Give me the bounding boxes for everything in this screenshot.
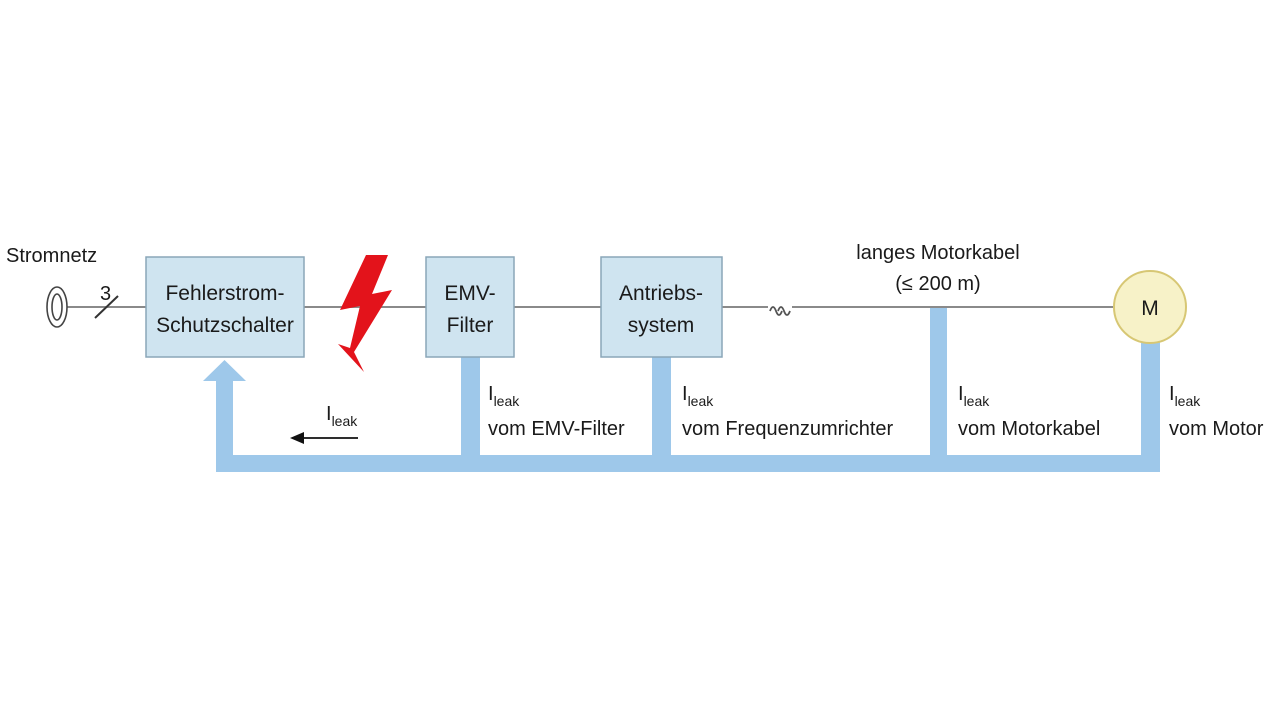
emv-filter-block: EMV- Filter — [425, 256, 515, 358]
leak-current-main: Ileak — [290, 403, 358, 444]
cable-break-icon — [769, 306, 791, 316]
leak-label-cable: Ileak vom Motorkabel — [958, 383, 1100, 440]
leak-return-path — [203, 307, 1160, 472]
svg-text:Ileak: Ileak — [488, 383, 520, 409]
leak-riser-motor — [1141, 340, 1160, 472]
leak-label-motor: Ileak vom Motor — [1169, 383, 1264, 440]
phase-marker — [94, 295, 119, 319]
leak-text-cable: vom Motorkabel — [958, 418, 1100, 440]
leak-riser-cable — [930, 307, 947, 472]
leak-riser-emv — [461, 357, 480, 472]
leak-riser-rcd — [216, 378, 233, 472]
rcd-label-line2: Schutzschalter — [156, 314, 294, 337]
drive-system-block: Antriebs- system — [600, 256, 723, 358]
motor-label: M — [1141, 297, 1159, 320]
drive-label-line2: system — [628, 314, 695, 337]
arrow-left-icon — [290, 432, 304, 444]
lightning-bolt-icon — [338, 255, 392, 372]
svg-text:Ileak: Ileak — [958, 383, 990, 409]
cable-label-line1: langes Motorkabel — [856, 242, 1019, 264]
svg-text:Ileak: Ileak — [682, 383, 714, 409]
svg-text:Ileak: Ileak — [1169, 383, 1201, 409]
drive-label-line1: Antriebs- — [619, 282, 703, 305]
motor: M — [1113, 270, 1187, 344]
leak-bus-horizontal — [216, 455, 1160, 472]
leak-riser-drive — [652, 357, 671, 472]
rcd-label-line1: Fehlerstrom- — [165, 282, 284, 305]
leak-arrowhead-rcd — [203, 360, 246, 381]
leak-main-symbol: Ileak — [326, 403, 358, 429]
leak-label-emv: Ileak vom EMV-Filter — [488, 383, 625, 440]
mains-plug-icon — [46, 286, 68, 328]
phase-count: 3 — [100, 283, 111, 305]
leak-text-drive: vom Frequenzumrichter — [682, 418, 894, 440]
leak-text-emv: vom EMV-Filter — [488, 418, 625, 440]
rcd-block: Fehlerstrom- Schutzschalter — [145, 256, 305, 358]
emv-label-line2: Filter — [447, 314, 494, 337]
emv-label-line1: EMV- — [444, 282, 495, 305]
leak-label-drive: Ileak vom Frequenzumrichter — [682, 383, 894, 440]
leak-text-motor: vom Motor — [1169, 418, 1264, 440]
mains-label: Stromnetz — [6, 245, 97, 267]
cable-label-line2: (≤ 200 m) — [895, 273, 980, 295]
